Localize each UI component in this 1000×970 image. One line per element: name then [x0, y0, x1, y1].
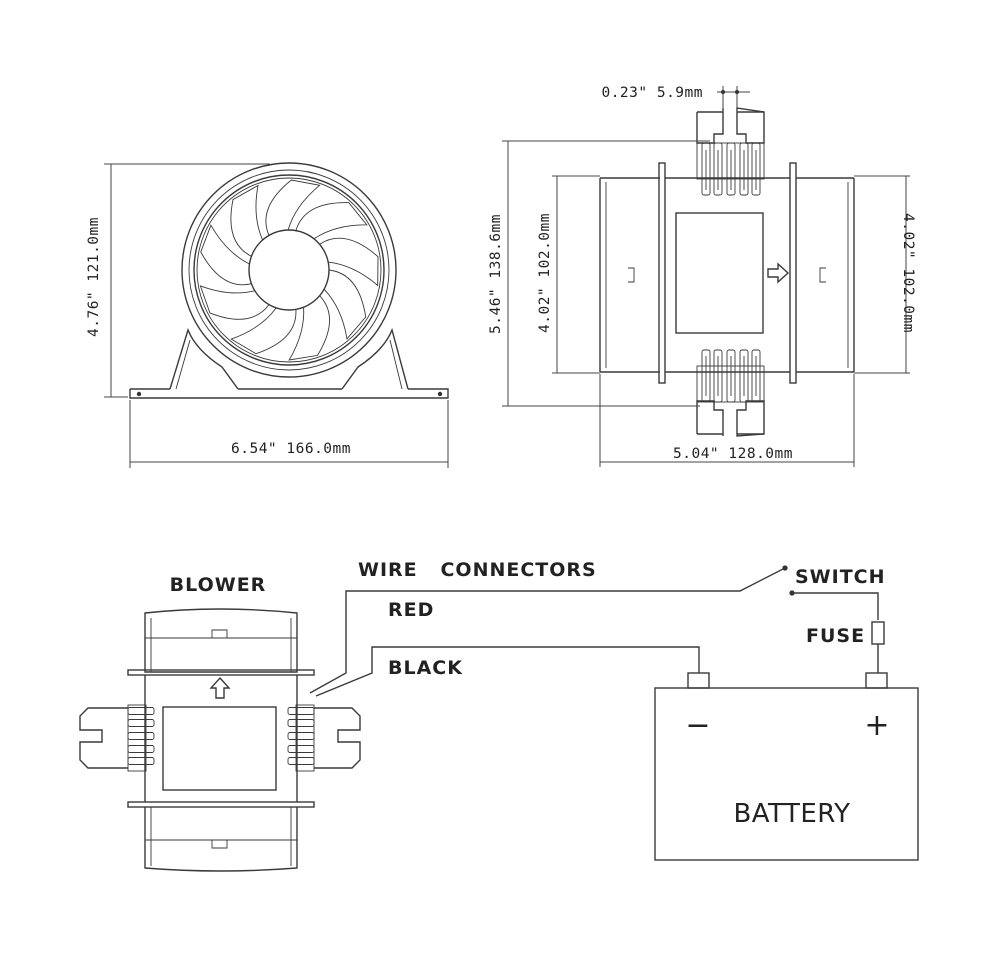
- side-center-body: [665, 177, 790, 373]
- front-view: 4.76" 121.0mm 6.54" 166.0mm: [86, 162, 449, 468]
- terminal-housing: [696, 365, 765, 403]
- terminal-pin: [127, 745, 155, 753]
- black-wire: [315, 646, 700, 697]
- fan-blade: [288, 295, 330, 361]
- blower-label: BLOWER: [170, 574, 267, 596]
- blower-top-cap: [144, 608, 298, 673]
- side-left-dia-dim-text: 4.02" 102.0mm: [537, 213, 553, 333]
- fan-hub: [248, 229, 330, 311]
- terminal-pin: [127, 707, 155, 715]
- front-inner-ring: [196, 177, 382, 363]
- blower-left-terminal: [79, 707, 128, 769]
- fan-blade: [200, 224, 252, 286]
- terminal-pin: [287, 732, 315, 740]
- terminal-pin: [127, 757, 155, 765]
- fan-blade: [265, 179, 321, 236]
- terminal-pin: [287, 707, 315, 715]
- side-right-cap: [796, 177, 855, 373]
- wire-connectors-label: WIRE CONNECTORS: [358, 559, 597, 581]
- switch-label: SWITCH: [795, 566, 886, 588]
- wiring-diagram: BLOWER WIRE CONNECTORS RED BLACK SWITCH …: [79, 559, 919, 872]
- fan-blade: [295, 202, 368, 240]
- black-wire-label: BLACK: [388, 657, 463, 679]
- front-bolt-hole-right: [437, 391, 443, 397]
- side-left-notch: [628, 267, 635, 283]
- side-right-flange: [789, 162, 797, 384]
- fan-blade: [323, 269, 367, 340]
- blower-left-terminal-pins: [127, 704, 155, 772]
- red-wire: [309, 567, 786, 694]
- front-left-foot-rib: [175, 339, 191, 390]
- side-left-cap: [599, 177, 660, 373]
- side-top-terminal-pins: [696, 142, 765, 196]
- switch-contact-top: [782, 565, 788, 571]
- blower-top-view: [79, 608, 361, 872]
- front-right-foot: [341, 327, 409, 390]
- terminal-pin: [287, 719, 315, 727]
- fuse-icon: [871, 621, 885, 645]
- fan-blades: [199, 179, 379, 361]
- front-ring-2: [188, 169, 390, 371]
- battery-body: [654, 687, 919, 861]
- side-terminal-dim-text: 0.23" 5.9mm: [601, 85, 703, 101]
- terminal-housing: [696, 142, 765, 180]
- front-bolt-hole-left: [136, 391, 142, 397]
- side-bottom-terminal-pins: [696, 349, 765, 403]
- fan-blade: [319, 237, 379, 287]
- blower-body: [144, 675, 298, 802]
- terminal-pin: [127, 719, 155, 727]
- blower-bottom-notch: [211, 840, 228, 849]
- side-view: 0.23" 5.9mm 5.46" 138.6mm 4.02" 102.0mm …: [488, 85, 916, 467]
- battery-positive-sign: +: [864, 708, 889, 743]
- blower-top-notch: [211, 629, 228, 638]
- blower-bottom-cap-inner: [150, 807, 292, 866]
- fan-blade: [230, 184, 264, 257]
- terminal-pin: [287, 745, 315, 753]
- battery: − + BATTERY: [654, 672, 919, 861]
- front-base-plate: [129, 388, 449, 399]
- blower-bottom-flange: [127, 801, 315, 808]
- terminal-pin: [287, 757, 315, 765]
- side-height-dim-text: 5.46" 138.6mm: [488, 214, 504, 334]
- side-airflow-arrow-icon: [767, 262, 790, 284]
- front-outer-ring: [181, 162, 397, 378]
- side-top-terminal-tab: [696, 107, 765, 144]
- fan-blade: [230, 307, 297, 355]
- side-terminal-dim-dot-right: [735, 90, 739, 94]
- battery-negative-sign: −: [685, 708, 710, 743]
- blower-top-cap-inner: [150, 618, 292, 672]
- blower-right-terminal-pins: [287, 704, 315, 772]
- front-ring-3: [193, 174, 385, 366]
- side-left-flange: [658, 162, 666, 384]
- blower-top-flange: [127, 669, 315, 676]
- terminal-pin: [127, 732, 155, 740]
- side-right-notch: [819, 267, 826, 283]
- terminal-housing: [295, 704, 315, 772]
- battery-label: BATTERY: [733, 799, 850, 829]
- red-wire-label: RED: [388, 599, 434, 621]
- fuse-label: FUSE: [806, 625, 865, 647]
- side-bottom-terminal-tab: [696, 400, 765, 437]
- fan-blade: [199, 285, 270, 320]
- blower-label-plate: [162, 706, 277, 791]
- positive-wire-upper: [792, 592, 879, 620]
- side-right-dia-dim-text: 4.02" 102.0mm: [900, 213, 916, 333]
- terminal-housing: [127, 704, 147, 772]
- blower-right-terminal: [314, 707, 361, 769]
- blower-bottom-cap: [144, 807, 298, 872]
- front-left-foot: [169, 327, 239, 390]
- side-length-dim-text: 5.04" 128.0mm: [673, 446, 793, 462]
- side-terminal-dim-dot-left: [721, 90, 725, 94]
- front-height-dim-text: 4.76" 121.0mm: [86, 217, 102, 337]
- battery-positive-terminal: [865, 672, 888, 689]
- side-label-plate: [675, 212, 764, 334]
- front-width-dim-text: 6.54" 166.0mm: [231, 441, 351, 457]
- battery-negative-terminal: [687, 672, 710, 689]
- front-right-foot-rib: [389, 339, 403, 390]
- blower-airflow-arrow-icon: [209, 676, 231, 699]
